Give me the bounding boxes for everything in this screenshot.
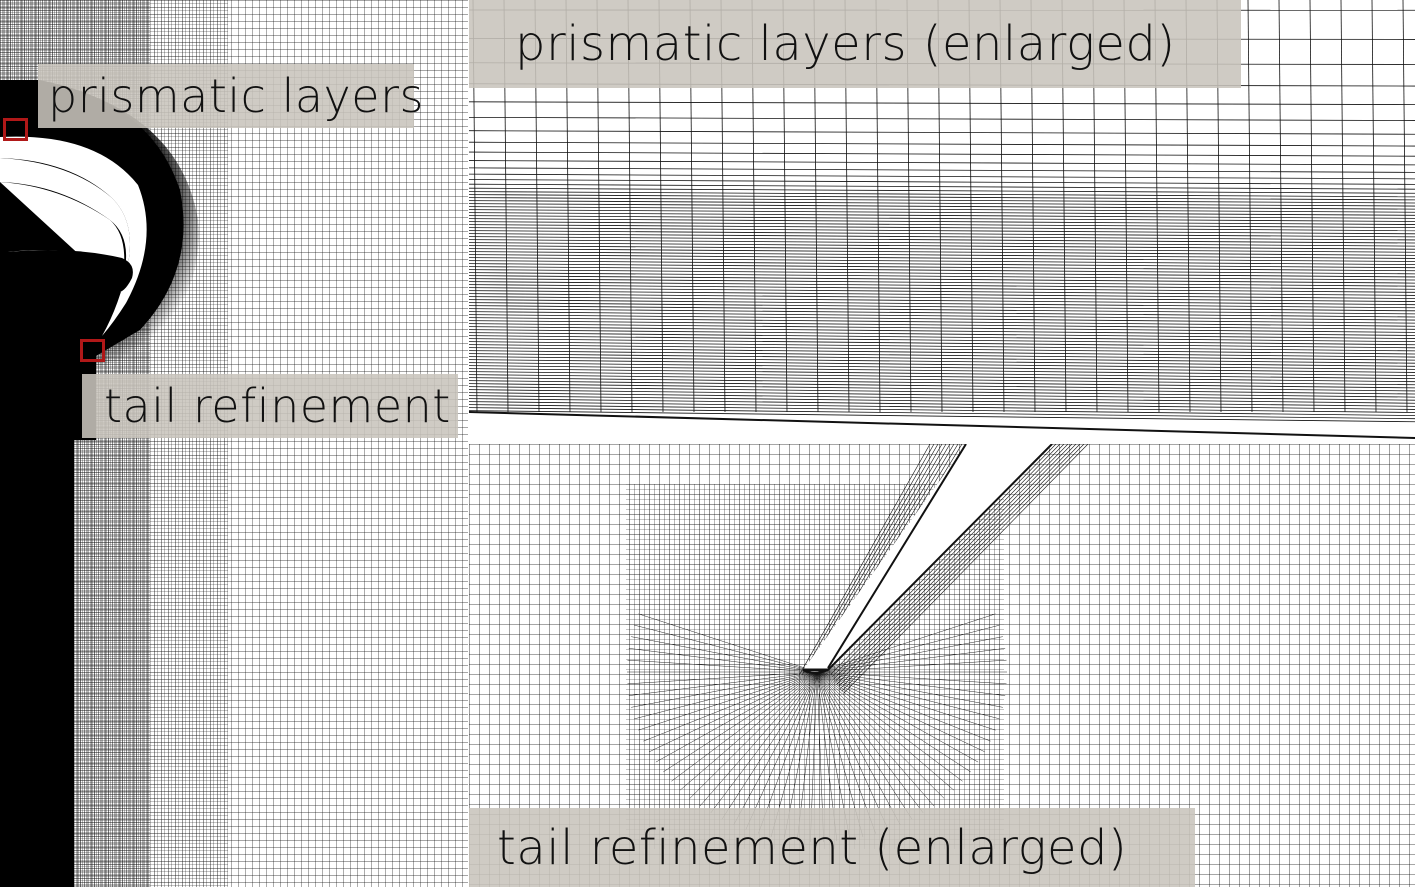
panel-divider — [469, 442, 1415, 444]
tail-fan-line — [655, 671, 818, 763]
wake-band-line — [839, 444, 1081, 690]
wake-band-line — [841, 444, 1085, 692]
tail-fan-line — [649, 671, 818, 753]
wake-band-line — [831, 444, 1061, 678]
tail-fan-line — [680, 671, 818, 791]
tail-refinement-marker — [80, 339, 105, 362]
tail-fan-line — [745, 671, 818, 830]
tail-fan-line — [816, 671, 985, 753]
tail-fan-line — [816, 671, 1000, 720]
tail-fan-line — [699, 671, 818, 807]
tail-fan-line — [816, 671, 979, 763]
wake-band-line — [798, 444, 931, 676]
tail-fan-lines — [627, 444, 1089, 842]
tail-fan-line — [627, 671, 818, 685]
tail-fan-line — [816, 636, 1003, 673]
wake-band-line — [836, 444, 1073, 685]
tail-fan-line — [710, 671, 818, 814]
wake-band-line — [843, 444, 1089, 694]
tail-fan-line — [721, 671, 818, 820]
prismatic-layers-label: prismatic layers — [38, 64, 423, 128]
wake-band-line — [830, 444, 1057, 675]
tail-fan-line — [627, 659, 818, 673]
tail-fan-line — [816, 671, 1003, 708]
wake-band-line — [802, 444, 935, 675]
tail-fan-line — [689, 671, 818, 799]
tail-fan-line — [638, 671, 818, 731]
tail-fan-line — [816, 671, 1006, 696]
tail-fan-line — [816, 671, 963, 782]
tail-fan-line — [816, 671, 991, 742]
tail-fan-line — [816, 624, 1000, 673]
tail-fan-line — [733, 671, 818, 825]
tail-fan-line — [816, 671, 935, 807]
tail-fan-line — [758, 671, 818, 834]
tail-refinement-label: tail refinement — [82, 374, 458, 438]
tail-refinement-enlarged-label: tail refinement (enlarged) — [469, 808, 1195, 887]
tail-fan-line — [816, 671, 913, 820]
prismatic-layers-marker — [3, 118, 28, 141]
wake-band-line — [833, 444, 1065, 680]
tail-fan-line — [816, 671, 945, 799]
tail-fan-line — [816, 671, 924, 814]
tail-fan-line — [631, 671, 818, 708]
wake-band-line — [838, 444, 1077, 687]
tail-fan-line — [671, 671, 818, 782]
overview-mesh — [0, 0, 468, 887]
tail-fan-line — [816, 671, 954, 791]
wake-band-line — [805, 444, 939, 674]
tail-fan-line — [816, 671, 889, 830]
tail-fan-line — [628, 671, 818, 696]
tail-fan-line — [638, 613, 818, 673]
tail-fan-line — [634, 624, 818, 673]
tail-fan-line — [628, 648, 818, 673]
wake-band-line — [835, 444, 1069, 682]
tail-fan-line — [816, 659, 1007, 673]
tail-fan-line — [816, 671, 876, 834]
tail-fan-line — [643, 671, 818, 742]
tail-fan-line — [663, 671, 818, 773]
prismatic-layers-enlarged-label: prismatic layers (enlarged) — [469, 0, 1241, 88]
tail-fan-line — [816, 671, 1007, 685]
tail-fan-line — [634, 671, 818, 720]
tail-fan-line — [816, 671, 901, 825]
overview-mesh-panel — [0, 0, 468, 887]
tail-fan-line — [816, 671, 971, 773]
tail-fan-line — [631, 636, 818, 673]
